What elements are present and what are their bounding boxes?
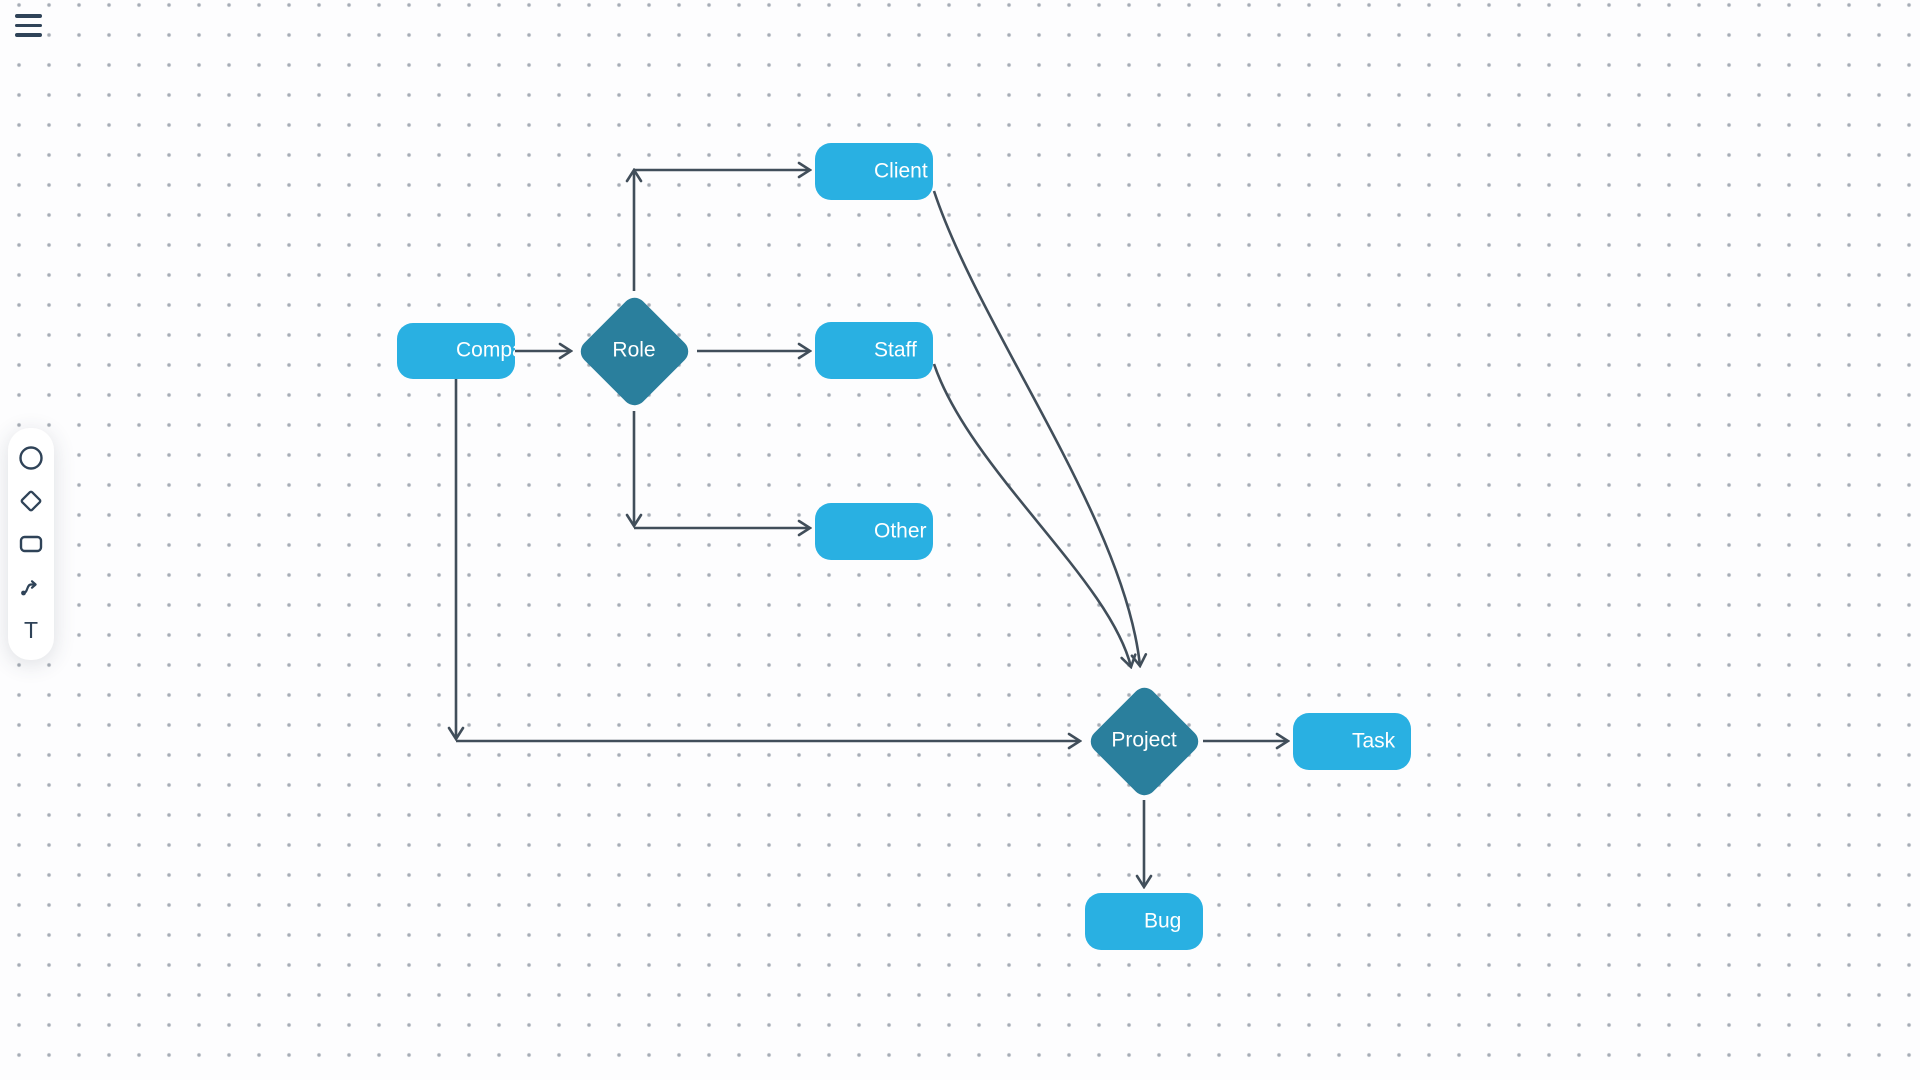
shape-tool-panel: T <box>8 428 54 660</box>
node-task[interactable]: Task <box>1293 713 1411 770</box>
hamburger-icon <box>15 33 42 37</box>
edge-role-other[interactable] <box>634 411 810 528</box>
node-other[interactable]: Other <box>815 503 933 560</box>
node-role[interactable]: Role <box>575 292 693 410</box>
diamond-icon <box>20 490 42 512</box>
edge-client-project[interactable] <box>932 190 1140 666</box>
text-tool-button[interactable]: T <box>12 612 50 648</box>
node-client[interactable]: Client <box>815 143 933 200</box>
edge-role-client[interactable] <box>634 170 810 291</box>
rectangle-tool-button[interactable] <box>12 526 50 562</box>
edge-staff-project[interactable] <box>932 363 1131 667</box>
node-staff-label: Staff <box>874 338 917 362</box>
diamond-shape <box>1085 682 1203 800</box>
node-staff[interactable]: Staff <box>815 322 933 379</box>
hamburger-icon <box>15 23 42 28</box>
rounded-rect-icon <box>19 535 43 553</box>
node-task-label: Task <box>1352 729 1396 753</box>
text-icon: T <box>23 616 39 643</box>
circle-icon <box>19 446 43 470</box>
diamond-shape <box>575 292 693 410</box>
node-project[interactable]: Project <box>1085 682 1203 800</box>
connector-arrow-icon <box>21 580 37 596</box>
node-bug-label: Bug <box>1144 909 1182 933</box>
node-bug[interactable]: Bug <box>1085 893 1203 950</box>
node-other-label: Other <box>874 519 927 543</box>
diamond-tool-button[interactable] <box>12 483 50 519</box>
edge-company-project[interactable] <box>456 379 1080 741</box>
hamburger-icon <box>15 14 42 18</box>
node-company-label: Company <box>456 338 515 362</box>
connector-tool-button[interactable] <box>12 569 50 605</box>
node-company[interactable]: Company <box>397 323 515 379</box>
node-client-label: Client <box>874 159 928 183</box>
ellipse-tool-button[interactable] <box>12 440 50 476</box>
hamburger-menu-button[interactable] <box>15 14 42 37</box>
